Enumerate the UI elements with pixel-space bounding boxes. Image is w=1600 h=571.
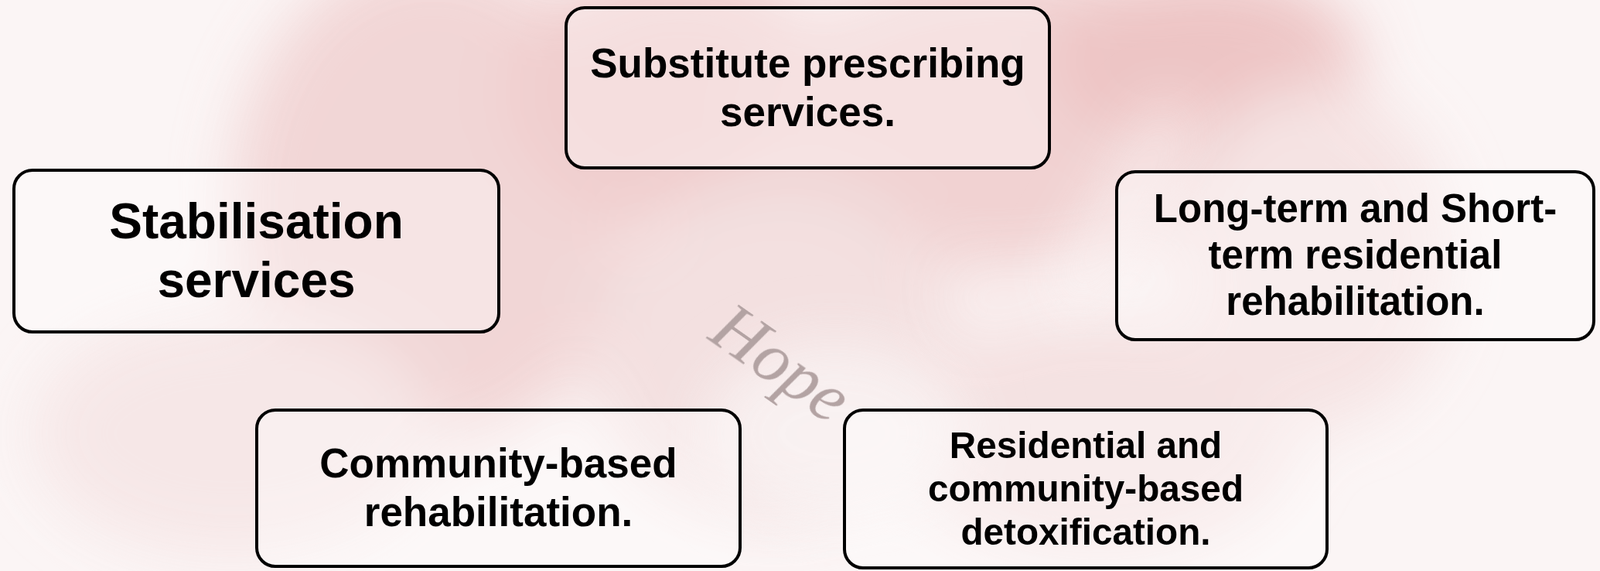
service-box: Community-based rehabilitation. <box>255 408 742 568</box>
service-box: Long-term and Short-term residential reh… <box>1115 170 1596 342</box>
service-box: Substitute prescribing services. <box>564 6 1051 170</box>
service-box: Residential and community-based detoxifi… <box>842 408 1329 570</box>
service-box: Stabilisation services <box>12 168 501 334</box>
box-text: Stabilisation services <box>26 192 487 310</box>
box-text: Residential and community-based detoxifi… <box>856 423 1315 555</box>
box-text: Long-term and Short-term residential reh… <box>1129 185 1582 326</box>
box-text: Community-based rehabilitation. <box>269 439 728 536</box>
box-text: Substitute prescribing services. <box>578 39 1038 137</box>
